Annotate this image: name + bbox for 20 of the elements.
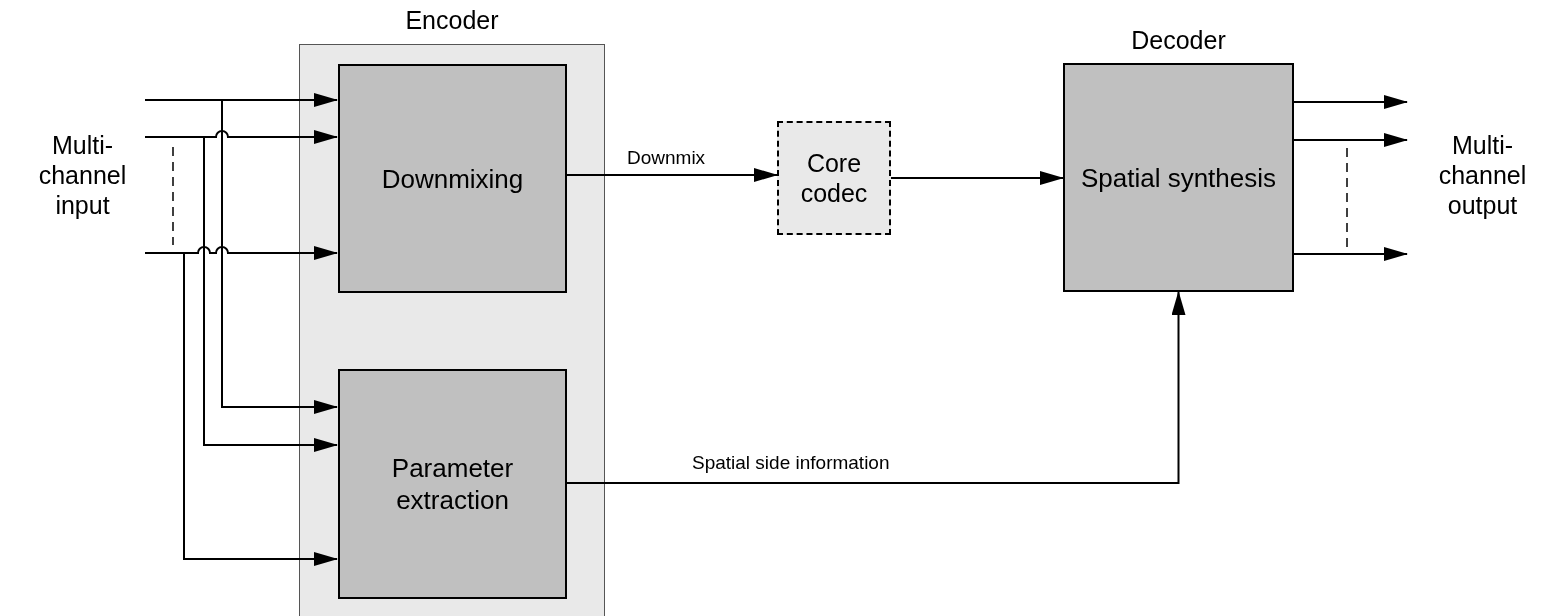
process-box [338, 64, 567, 293]
dashed-process-box [777, 121, 891, 235]
block-label: Multi-channel output [1437, 130, 1528, 220]
block-label: Parameter extraction [390, 452, 515, 516]
block-heading: Decoder [1130, 25, 1227, 55]
arrow [1293, 247, 1408, 261]
process-box [338, 369, 567, 599]
block-heading: Encoder [404, 5, 500, 35]
arrow [1293, 95, 1408, 109]
block-label: Spatial synthesis [1079, 161, 1278, 194]
arrow [1293, 133, 1408, 147]
block-label: Downmixing [380, 162, 525, 195]
block-label: Multi-channel input [37, 130, 128, 220]
block-label: Core codec [799, 148, 869, 208]
arrow [144, 99, 338, 414]
arrow [890, 171, 1064, 185]
arrow [144, 252, 338, 566]
arrow [565, 168, 778, 182]
arrow [565, 291, 1186, 484]
arrow [144, 136, 338, 452]
